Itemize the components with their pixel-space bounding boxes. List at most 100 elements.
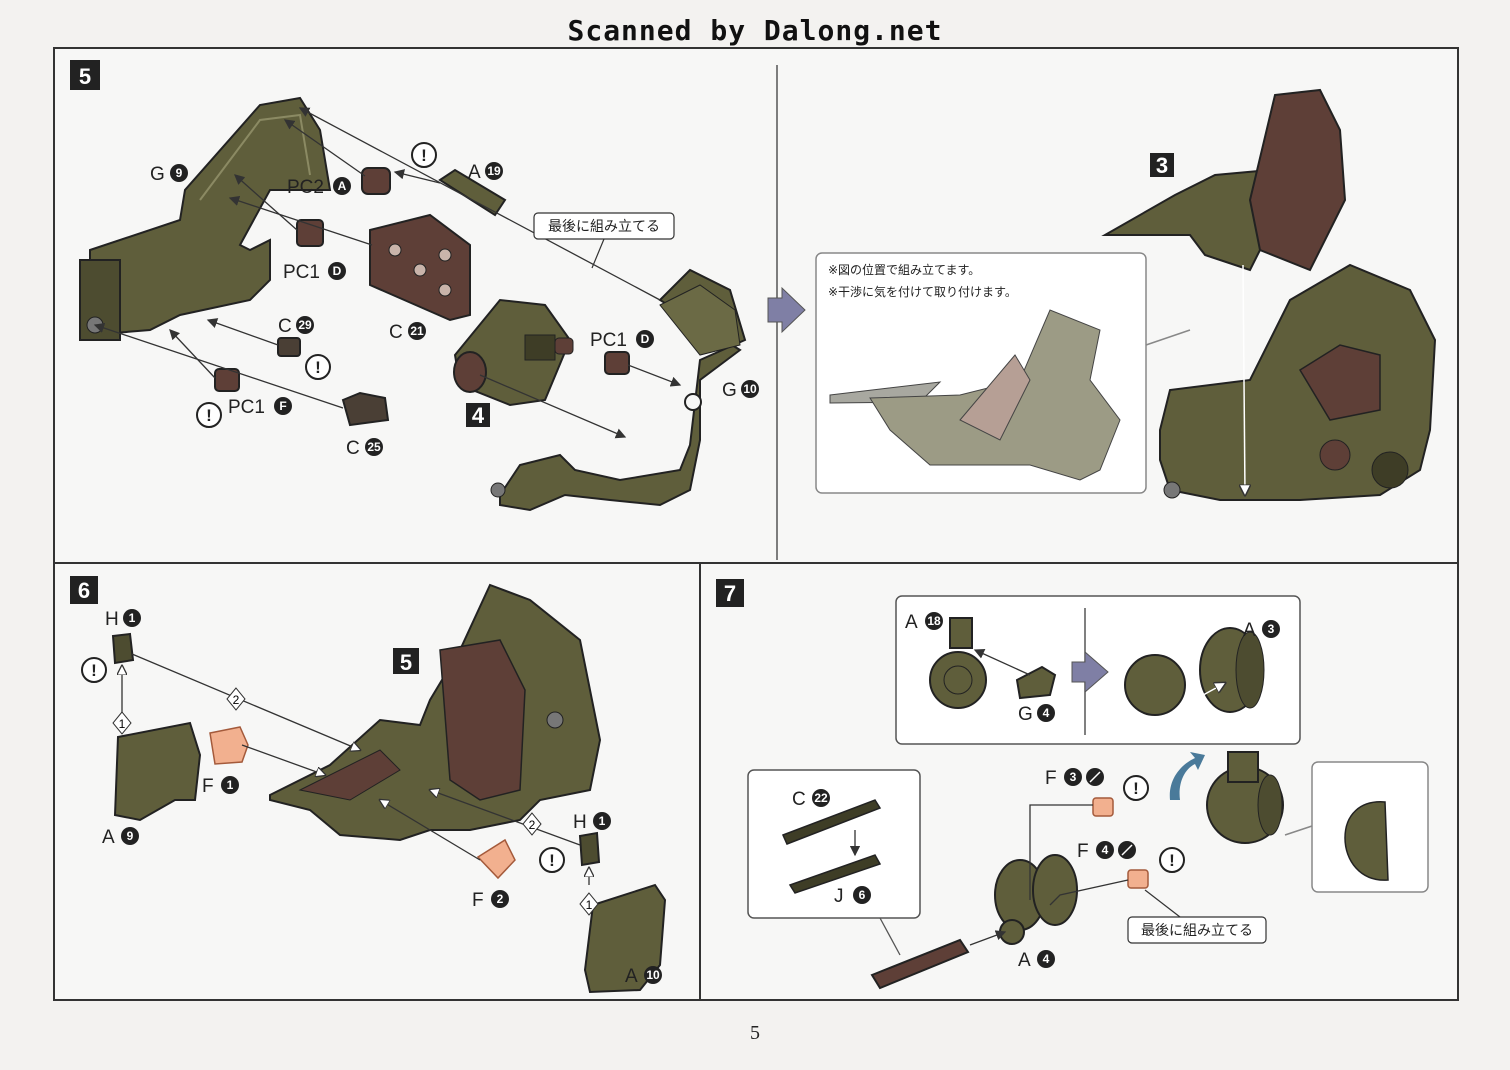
svg-text:6: 6 bbox=[78, 578, 90, 603]
rotate-arrow-icon bbox=[1169, 752, 1205, 800]
order-marker-1-left: 1 bbox=[112, 711, 132, 735]
assembled-body-s6: 5 bbox=[269, 583, 602, 842]
svg-text:1: 1 bbox=[586, 898, 593, 912]
svg-text:A: A bbox=[468, 162, 481, 183]
assembled-body-s5 bbox=[1159, 263, 1437, 501]
order-marker-2-mid: 2 bbox=[522, 812, 542, 836]
callout-assemble-last-s7: 最後に組み立てる bbox=[1127, 889, 1267, 944]
svg-text:F: F bbox=[279, 399, 286, 413]
frame-part-g9 bbox=[89, 96, 332, 337]
svg-text:!: ! bbox=[549, 851, 555, 870]
label-f1: F 1 bbox=[202, 776, 239, 797]
svg-text:C: C bbox=[389, 322, 403, 343]
svg-text:9: 9 bbox=[176, 166, 183, 180]
svg-text:F: F bbox=[472, 890, 484, 911]
assembly-3: 3 bbox=[1101, 88, 1347, 272]
polycap-pc1d-right bbox=[604, 351, 630, 375]
label-c29: C 29 bbox=[278, 316, 314, 337]
svg-text:4: 4 bbox=[1043, 706, 1050, 720]
label-f2: F 2 bbox=[472, 890, 509, 911]
next-step-arrow-icon bbox=[767, 286, 806, 334]
subassembly-4: 4 bbox=[453, 298, 574, 428]
order-marker-2-top: 2 bbox=[226, 687, 246, 711]
part-a4-assembly bbox=[994, 854, 1078, 945]
part-h1-right bbox=[578, 831, 601, 867]
svg-text:3: 3 bbox=[1268, 622, 1275, 636]
svg-text:4: 4 bbox=[1043, 952, 1050, 966]
svg-text:D: D bbox=[333, 264, 342, 278]
svg-text:!: ! bbox=[1169, 851, 1175, 870]
svg-text:A: A bbox=[1243, 620, 1256, 641]
svg-text:G: G bbox=[150, 164, 165, 185]
part-g4 bbox=[1015, 665, 1057, 700]
note-box-s5: ※図の位置で組み立てます。 ※干渉に気を付けて取り付けます。 bbox=[815, 252, 1191, 494]
svg-text:G: G bbox=[722, 380, 737, 401]
part-c22 bbox=[781, 799, 882, 845]
part-f3-clear bbox=[1092, 797, 1114, 817]
svg-text:7: 7 bbox=[724, 581, 736, 606]
svg-text:2: 2 bbox=[233, 693, 240, 707]
svg-text:!: ! bbox=[1133, 779, 1139, 798]
svg-text:3: 3 bbox=[1070, 770, 1077, 784]
part-shaft bbox=[870, 938, 970, 990]
part-a18 bbox=[929, 617, 987, 709]
part-j6 bbox=[788, 854, 882, 894]
label-f4: F 4 bbox=[1077, 841, 1136, 862]
svg-text:C: C bbox=[792, 789, 806, 810]
svg-text:4: 4 bbox=[1102, 843, 1109, 857]
svg-text:A: A bbox=[338, 179, 347, 193]
svg-text:A: A bbox=[625, 966, 638, 987]
svg-text:2: 2 bbox=[497, 892, 504, 906]
svg-text:H: H bbox=[105, 609, 119, 630]
next-step-arrow-icon bbox=[1071, 650, 1109, 694]
svg-text:18: 18 bbox=[927, 614, 941, 628]
label-a19: A 19 bbox=[468, 162, 503, 183]
svg-text:G: G bbox=[1018, 704, 1033, 725]
step-6-badge: 6 bbox=[70, 576, 98, 604]
svg-text:F: F bbox=[202, 776, 214, 797]
svg-text:PC1: PC1 bbox=[590, 330, 627, 351]
label-a3: A 3 bbox=[1243, 620, 1280, 641]
label-a4: A 4 bbox=[1018, 950, 1055, 971]
svg-text:9: 9 bbox=[127, 829, 134, 843]
svg-text:A: A bbox=[905, 612, 918, 633]
svg-text:21: 21 bbox=[410, 324, 424, 338]
svg-text:22: 22 bbox=[814, 791, 828, 805]
svg-text:C: C bbox=[278, 316, 292, 337]
warning-icon bbox=[196, 142, 437, 428]
label-c21: C 21 bbox=[389, 322, 426, 343]
svg-text:※図の位置で組み立てます。: ※図の位置で組み立てます。 bbox=[828, 262, 980, 277]
svg-text:最後に組み立てる: 最後に組み立てる bbox=[1141, 923, 1253, 939]
label-h1-left: H 1 bbox=[105, 609, 141, 630]
svg-text:F: F bbox=[1045, 768, 1057, 789]
svg-text:C: C bbox=[346, 438, 360, 459]
svg-text:1: 1 bbox=[227, 778, 234, 792]
svg-text:A: A bbox=[1018, 950, 1031, 971]
svg-text:A: A bbox=[102, 827, 115, 848]
step-5-badge: 5 bbox=[70, 60, 100, 90]
scan-credit: Scanned by Dalong.net bbox=[567, 14, 943, 47]
label-pc1f: PC1 F bbox=[228, 397, 292, 418]
svg-text:2: 2 bbox=[529, 818, 536, 832]
label-a18: A 18 bbox=[905, 612, 943, 633]
callout-assemble-last-s5: 最後に組み立てる bbox=[533, 212, 675, 269]
label-a10: A 10 bbox=[625, 966, 662, 987]
page-number: 5 bbox=[750, 1022, 760, 1044]
label-pc1d-top: PC1 D bbox=[283, 262, 346, 283]
svg-text:PC2: PC2 bbox=[287, 177, 324, 198]
svg-text:1: 1 bbox=[119, 717, 126, 731]
label-pc2a: PC2 A bbox=[287, 177, 351, 198]
order-marker-1-right: 1 bbox=[579, 892, 599, 916]
svg-text:25: 25 bbox=[367, 440, 381, 454]
label-g9: G 9 bbox=[150, 164, 188, 185]
svg-text:!: ! bbox=[421, 146, 427, 165]
svg-text:PC1: PC1 bbox=[228, 397, 265, 418]
svg-text:10: 10 bbox=[646, 968, 660, 982]
warning-icon bbox=[1123, 775, 1185, 873]
svg-text:5: 5 bbox=[79, 64, 91, 89]
svg-text:※干渉に気を付けて取り付けます。: ※干渉に気を付けて取り付けます。 bbox=[828, 284, 1017, 299]
svg-text:!: ! bbox=[315, 358, 321, 377]
svg-text:6: 6 bbox=[859, 888, 866, 902]
part-f1-clear bbox=[209, 726, 249, 765]
label-f3: F 3 bbox=[1045, 768, 1104, 789]
